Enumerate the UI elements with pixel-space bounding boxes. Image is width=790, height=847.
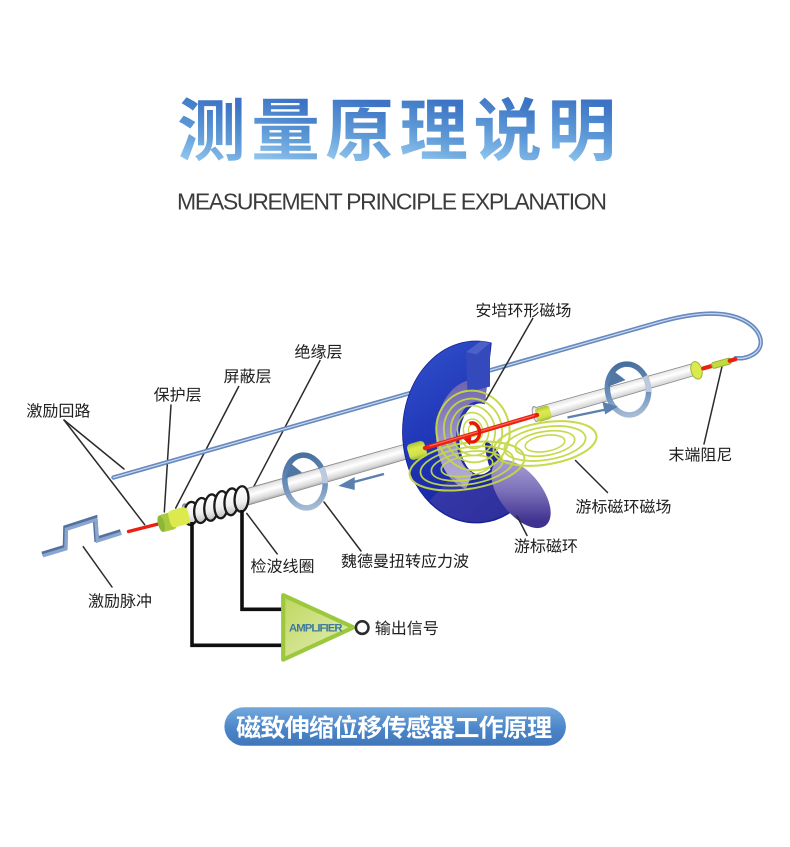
svg-text:MEASUREMENT PRINCIPLE EXPLANAT: MEASUREMENT PRINCIPLE EXPLANATION (177, 189, 607, 215)
svg-text:AMPLIFIER: AMPLIFIER (289, 623, 343, 635)
